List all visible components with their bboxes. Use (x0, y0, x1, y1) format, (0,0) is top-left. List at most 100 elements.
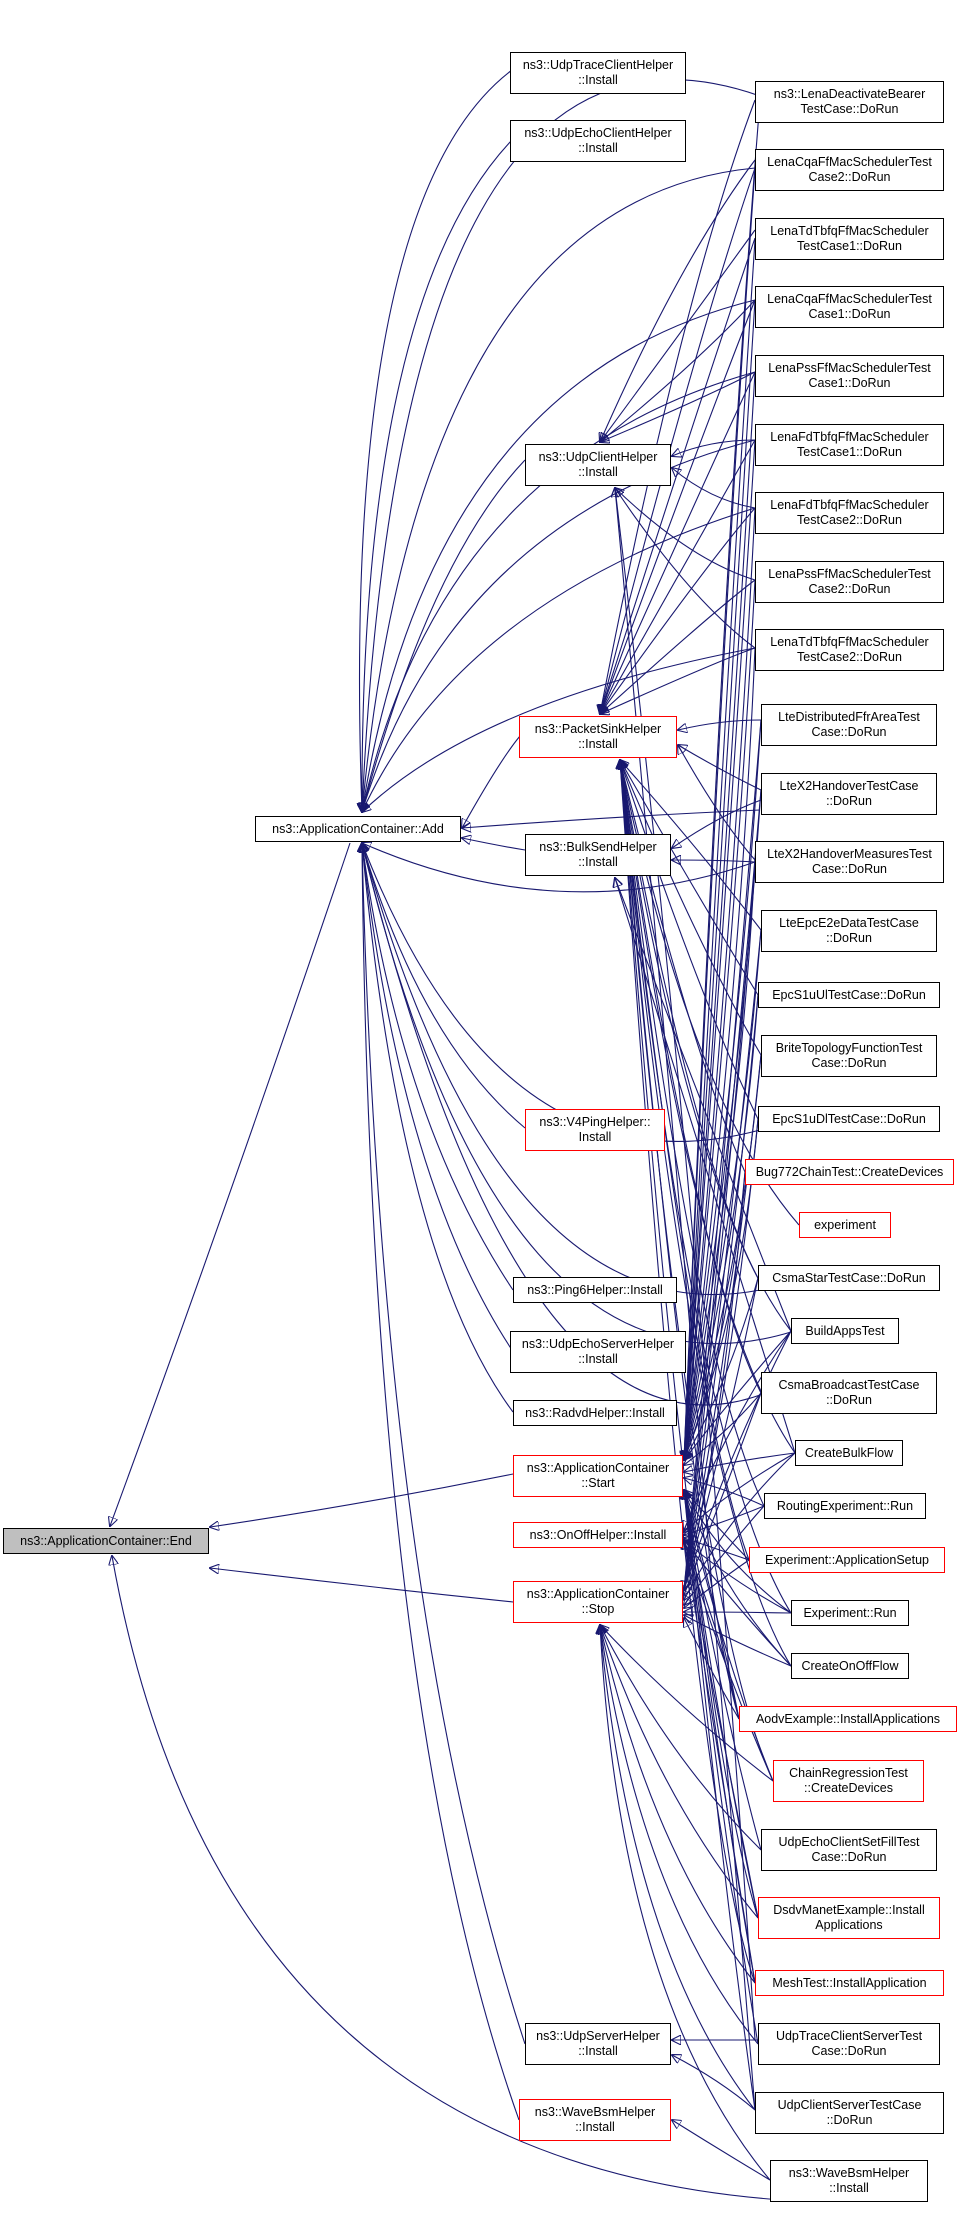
node-experiment-run[interactable]: Experiment::Run (791, 1600, 909, 1626)
node-application-container-stop[interactable]: ns3::ApplicationContainer ::Stop (513, 1581, 683, 1623)
call-edge (684, 1540, 740, 1720)
call-edge (462, 735, 521, 828)
node-lena-cqa-test-case1[interactable]: LenaCqaFfMacSchedulerTest Case1::DoRun (755, 286, 944, 328)
node-ping6-helper-install[interactable]: ns3::Ping6Helper::Install (513, 1277, 677, 1303)
node-lena-tdtbfq-test-case1[interactable]: LenaTdTbfqFfMacScheduler TestCase1::DoRu… (755, 218, 944, 260)
node-chain-regression-test[interactable]: ChainRegressionTest ::CreateDevices (773, 1760, 924, 1802)
call-edge (684, 1540, 792, 1667)
call-edge (684, 994, 759, 1590)
call-edge (600, 159, 756, 442)
node-onoff-helper-install[interactable]: ns3::OnOffHelper::Install (513, 1522, 683, 1548)
call-edge (600, 647, 756, 714)
node-radvd-helper-install[interactable]: ns3::RadvdHelper::Install (513, 1400, 677, 1426)
call-edge (672, 2055, 756, 2111)
node-udp-trace-client-server-test[interactable]: UdpTraceClientServerTest Case::DoRun (758, 2023, 940, 2065)
call-edge (620, 760, 762, 931)
node-lena-cqa-test-case2[interactable]: LenaCqaFfMacSchedulerTest Case2::DoRun (755, 149, 944, 191)
call-edge (600, 1625, 771, 2181)
call-edge (620, 760, 740, 1720)
node-experiment-application-setup[interactable]: Experiment::ApplicationSetup (749, 1547, 945, 1573)
node-udp-server-helper-install[interactable]: ns3::UdpServerHelper ::Install (525, 2023, 671, 2065)
call-edge (684, 1452, 796, 1472)
node-wave-bsm-helper-install-caller[interactable]: ns3::WaveBsmHelper ::Install (770, 2160, 928, 2202)
call-edge (684, 929, 762, 1460)
call-edge (362, 843, 520, 2121)
node-lena-tdtbfq-test-case2[interactable]: LenaTdTbfqFfMacScheduler TestCase2::DoRu… (755, 629, 944, 671)
call-edge (684, 169, 756, 1460)
call-edge (684, 647, 756, 1460)
node-mesh-test-install-application[interactable]: MeshTest::InstallApplication (755, 1970, 944, 1996)
call-edge (684, 789, 762, 1590)
call-edge (600, 229, 756, 442)
node-lte-epc-e2e-data-test[interactable]: LteEpcE2eDataTestCase ::DoRun (761, 910, 937, 952)
call-edge (362, 843, 526, 1129)
node-create-onoff-flow[interactable]: CreateOnOffFlow (791, 1653, 909, 1679)
node-lena-pss-test-case2[interactable]: LenaPssFfMacSchedulerTest Case2::DoRun (755, 561, 944, 603)
node-bug772-chain-test[interactable]: Bug772ChainTest::CreateDevices (745, 1159, 954, 1185)
call-edge (600, 1625, 756, 2111)
call-edge (362, 647, 756, 812)
node-csma-star-test[interactable]: CsmaStarTestCase::DoRun (758, 1265, 940, 1291)
node-create-bulk-flow[interactable]: CreateBulkFlow (795, 1440, 903, 1466)
call-edge (362, 139, 513, 812)
call-edge (600, 99, 756, 714)
node-lte-x2-handover-measures-test[interactable]: LteX2HandoverMeasuresTest Case::DoRun (755, 841, 944, 883)
node-application-container-start[interactable]: ns3::ApplicationContainer ::Start (513, 1455, 683, 1497)
node-udp-trace-client-helper-install[interactable]: ns3::UdpTraceClientHelper ::Install (510, 52, 686, 94)
call-edge (620, 760, 762, 1394)
call-edge (615, 488, 756, 581)
call-edge (362, 843, 514, 1291)
node-aodv-example-install-applications[interactable]: AodvExample::InstallApplications (739, 1706, 957, 1732)
call-edge (684, 439, 756, 1460)
call-edge (678, 719, 762, 730)
node-brite-topology-test[interactable]: BriteTopologyFunctionTest Case::DoRun (761, 1035, 937, 1077)
call-edge (684, 1612, 792, 1613)
node-csma-broadcast-test[interactable]: CsmaBroadcastTestCase ::DoRun (761, 1372, 937, 1414)
call-edge (684, 994, 759, 1460)
node-udp-echo-client-set-fill-test[interactable]: UdpEchoClientSetFillTest Case::DoRun (761, 1829, 937, 1871)
node-udp-client-server-test[interactable]: UdpClientServerTestCase ::DoRun (755, 2092, 944, 2134)
call-edge (684, 1618, 740, 1720)
node-udp-echo-client-helper-install[interactable]: ns3::UdpEchoClientHelper ::Install (510, 120, 686, 162)
call-edge (684, 719, 762, 1590)
call-edge (684, 1540, 792, 1614)
node-routing-experiment-run[interactable]: RoutingExperiment::Run (764, 1493, 926, 1519)
call-edge (620, 760, 762, 1056)
node-epc-s1u-ul-test[interactable]: EpcS1uUlTestCase::DoRun (758, 982, 940, 1008)
node-v4ping-helper-install[interactable]: ns3::V4PingHelper:: Install (525, 1109, 665, 1151)
call-edge (620, 760, 765, 1507)
call-edge (600, 299, 756, 714)
call-edge (112, 1556, 783, 2201)
call-edge (362, 371, 756, 812)
call-edge (362, 843, 792, 1345)
node-dsdv-manet-example[interactable]: DsdvManetExample::Install Applications (758, 1897, 940, 1939)
call-edge (684, 299, 756, 1460)
call-edge (600, 439, 756, 714)
call-edge (672, 799, 762, 848)
node-udp-echo-server-helper-install[interactable]: ns3::UdpEchoServerHelper ::Install (510, 1331, 686, 1373)
node-lena-fdtbfq-test-case2[interactable]: LenaFdTbfqFfMacScheduler TestCase2::DoRu… (755, 492, 944, 534)
node-bulk-send-helper-install[interactable]: ns3::BulkSendHelper ::Install (525, 834, 671, 876)
call-edge (600, 1625, 762, 1851)
call-edge (362, 843, 513, 1351)
node-wave-bsm-helper-install[interactable]: ns3::WaveBsmHelper ::Install (519, 2099, 671, 2141)
node-epc-s1u-dl-test[interactable]: EpcS1uDlTestCase::DoRun (758, 1106, 940, 1132)
node-lena-pss-test-case1[interactable]: LenaPssFfMacSchedulerTest Case1::DoRun (755, 355, 944, 397)
call-edge (600, 507, 756, 714)
call-edge (600, 167, 756, 714)
node-lte-distributed-ffr-test[interactable]: LteDistributedFfrAreaTest Case::DoRun (761, 704, 937, 746)
node-lena-deactivate-bearer-test[interactable]: ns3::LenaDeactivateBearer TestCase::DoRu… (755, 81, 944, 123)
node-application-container-end[interactable]: ns3::ApplicationContainer::End (3, 1528, 209, 1554)
node-lena-fdtbfq-test-case1[interactable]: LenaFdTbfqFfMacScheduler TestCase1::DoRu… (755, 424, 944, 466)
call-edge (600, 237, 756, 714)
call-edge (600, 1625, 759, 2045)
node-lte-x2-handover-test[interactable]: LteX2HandoverTestCase ::DoRun (761, 773, 937, 815)
node-build-apps-test[interactable]: BuildAppsTest (791, 1318, 899, 1344)
call-edge (672, 468, 756, 509)
call-edge (362, 507, 756, 812)
node-udp-client-helper-install[interactable]: ns3::UdpClientHelper ::Install (525, 444, 671, 486)
node-application-container-add[interactable]: ns3::ApplicationContainer::Add (255, 816, 461, 842)
node-packet-sink-helper-install[interactable]: ns3::PacketSinkHelper ::Install (519, 716, 677, 758)
call-edge (684, 1277, 759, 1590)
node-experiment[interactable]: experiment (799, 1212, 891, 1238)
